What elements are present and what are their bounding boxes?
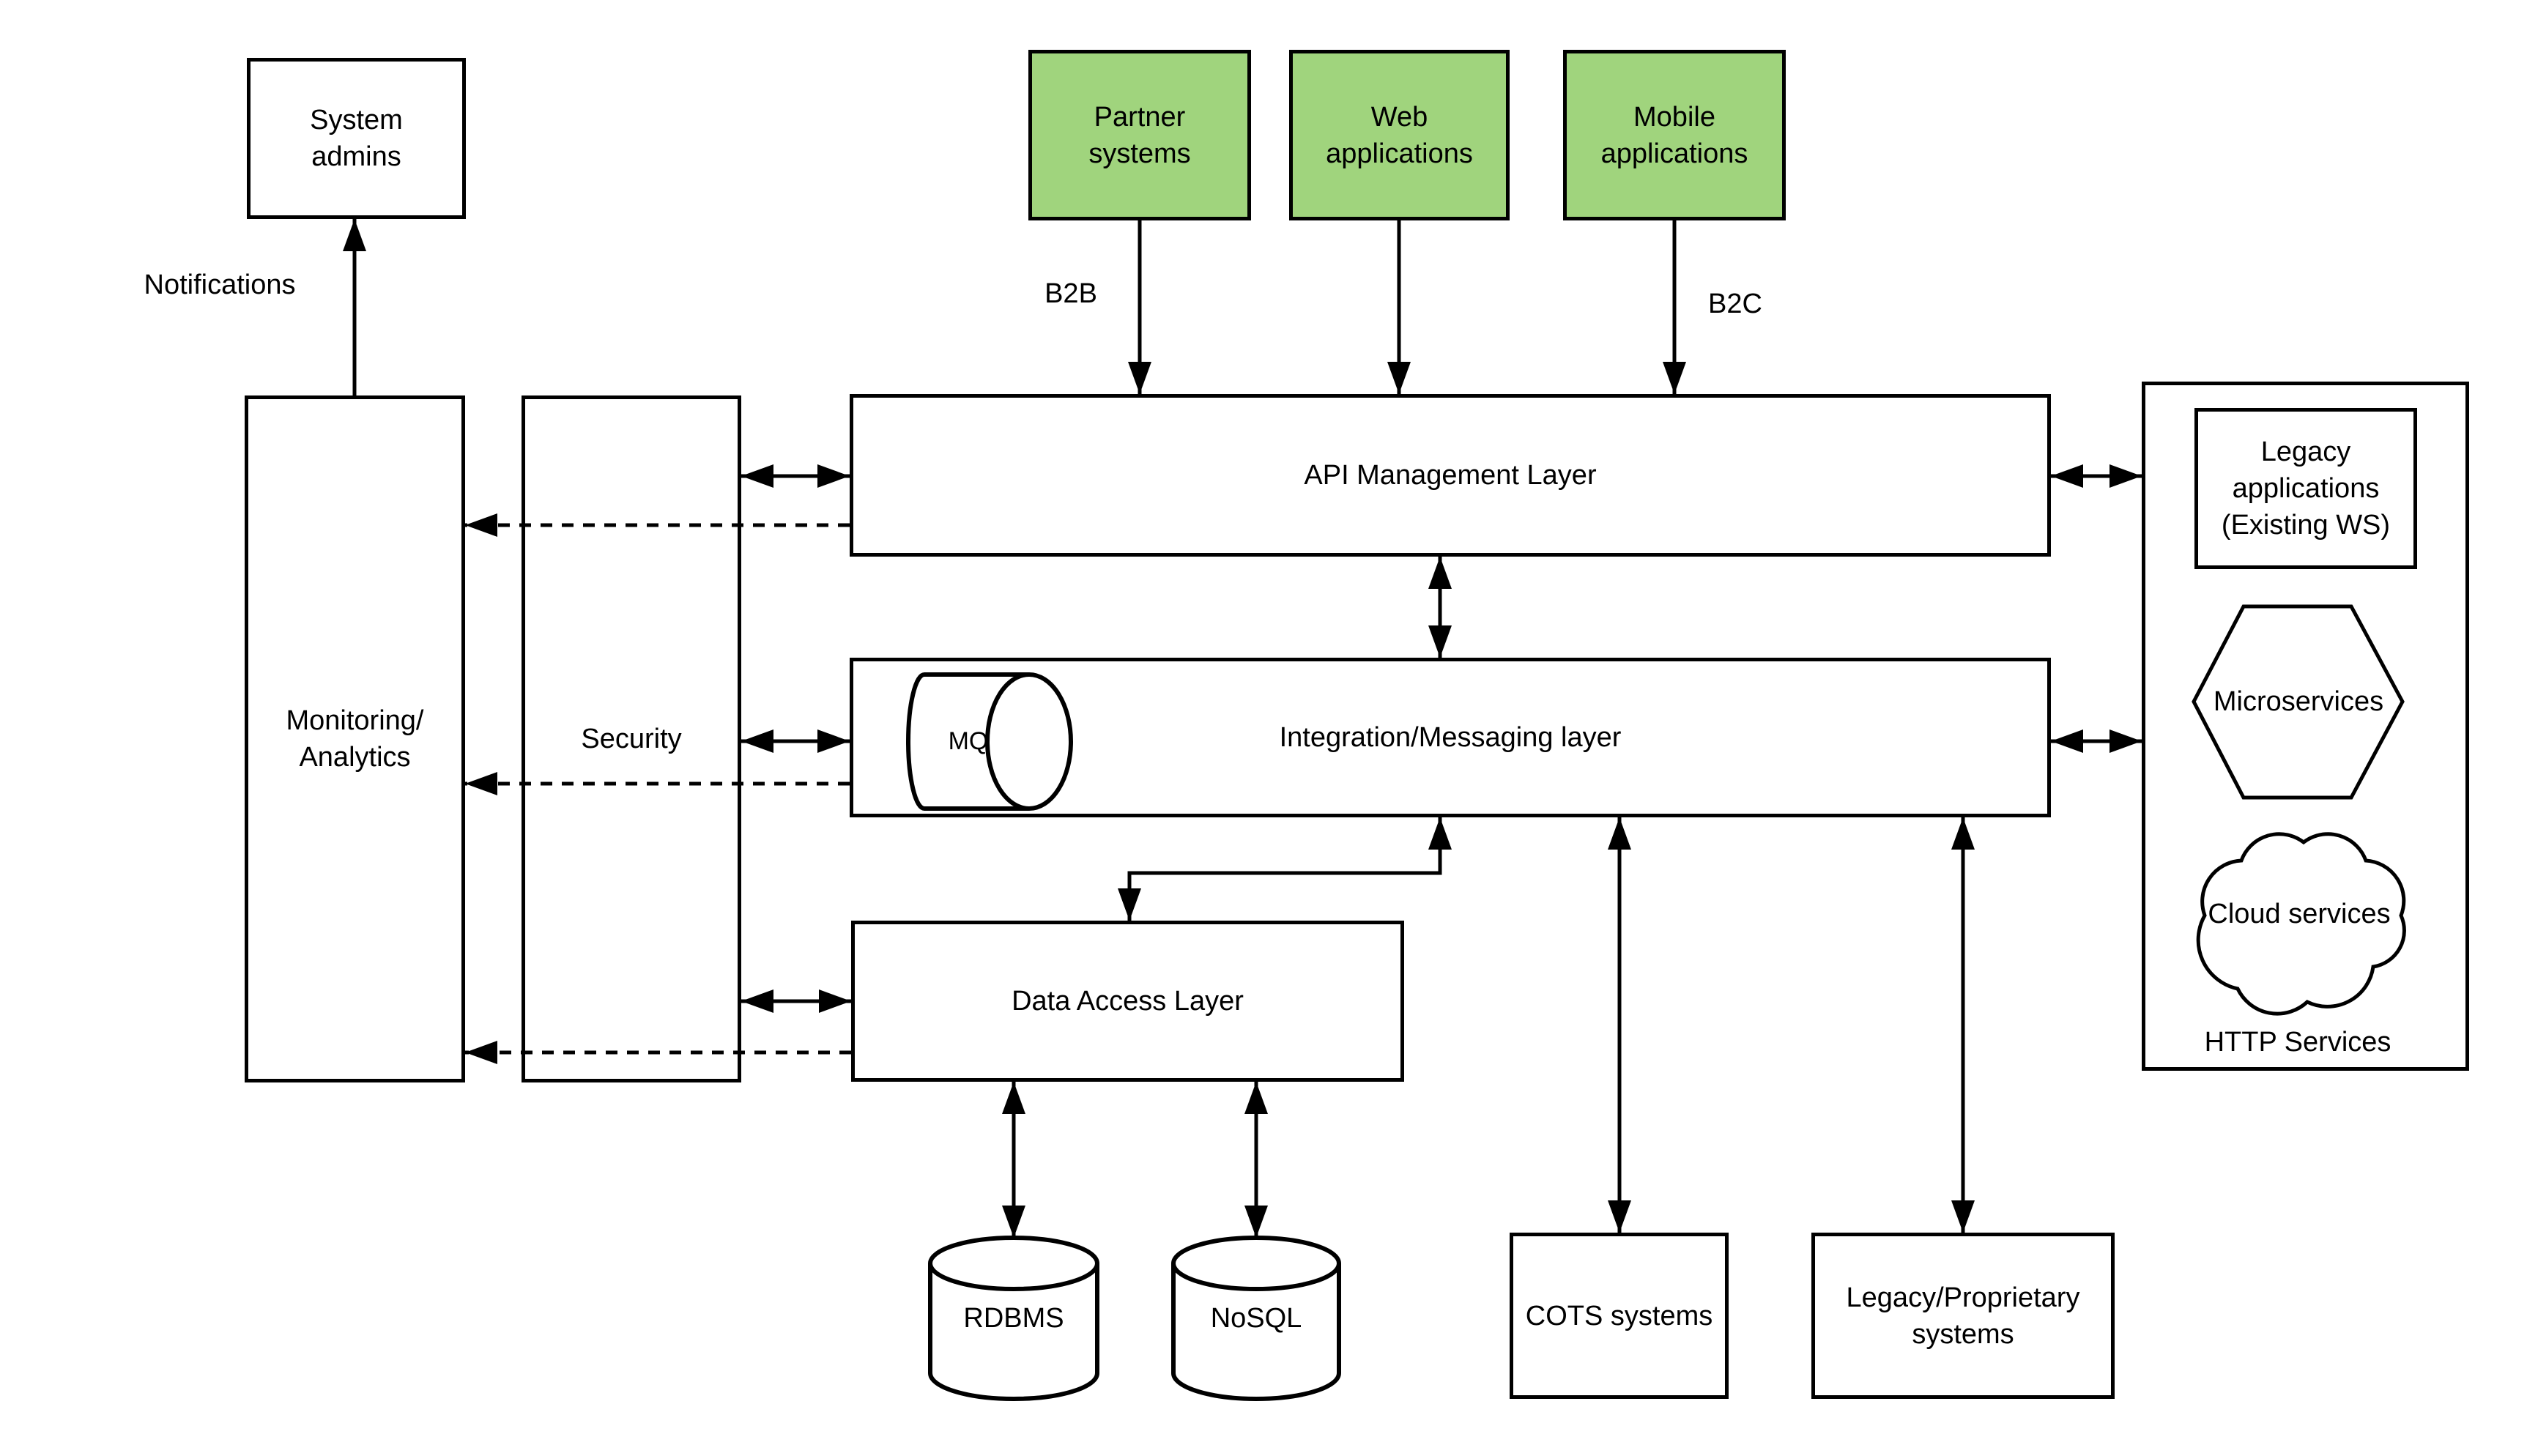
arrow-integration-data-access [1118,817,1452,921]
partner-systems-label: Partner systems [1088,101,1191,169]
node-security: Security [522,395,741,1082]
cots-systems-label: COTS systems [1525,1300,1713,1331]
b2b-edge-label: B2B [1044,278,1097,309]
node-mobile-applications: Mobile applications [1563,50,1786,220]
legacy-applications-label: Legacy applications (Existing WS) [2221,437,2391,541]
node-partner-systems: Partner systems [1028,50,1251,220]
node-web-applications: Web applications [1289,50,1510,220]
mobile-applications-label: Mobile applications [1600,101,1748,169]
cloud-services-label: Cloud services [2208,899,2391,929]
node-system-admins: System admins [247,58,466,219]
nosql-label: NoSQL [1210,1303,1302,1334]
legacy-proprietary-systems-label: Legacy/Proprietary systems [1846,1282,2080,1350]
nosql-cylinder-top [1171,1236,1341,1291]
integration-messaging-layer-label: Integration/Messaging layer [1279,722,1622,753]
microservices-label: Microservices [2213,686,2384,717]
node-api-management-layer: API Management Layer [850,394,2051,557]
node-data-access-layer: Data Access Layer [851,921,1404,1082]
mq-label: MQ [948,727,989,755]
rdbms-label: RDBMS [963,1303,1064,1334]
monitoring-analytics-label: Monitoring/ Analytics [286,705,424,773]
notifications-edge-label: Notifications [144,270,296,300]
http-services-group-label: HTTP Services [2204,1027,2391,1058]
node-integration-messaging-layer: Integration/Messaging layer [850,658,2051,817]
node-legacy-proprietary-systems: Legacy/Proprietary systems [1811,1233,2115,1399]
node-legacy-applications: Legacy applications (Existing WS) [2194,408,2417,569]
b2c-edge-label: B2C [1708,289,1762,319]
data-access-layer-label: Data Access Layer [1012,986,1244,1017]
node-cots-systems: COTS systems [1510,1233,1729,1399]
security-label: Security [581,724,682,754]
api-management-layer-label: API Management Layer [1304,460,1597,491]
web-applications-label: Web applications [1326,101,1473,169]
rdbms-cylinder-top [928,1236,1099,1291]
system-admins-label: System admins [310,105,403,172]
node-monitoring-analytics: Monitoring/ Analytics [245,395,465,1082]
